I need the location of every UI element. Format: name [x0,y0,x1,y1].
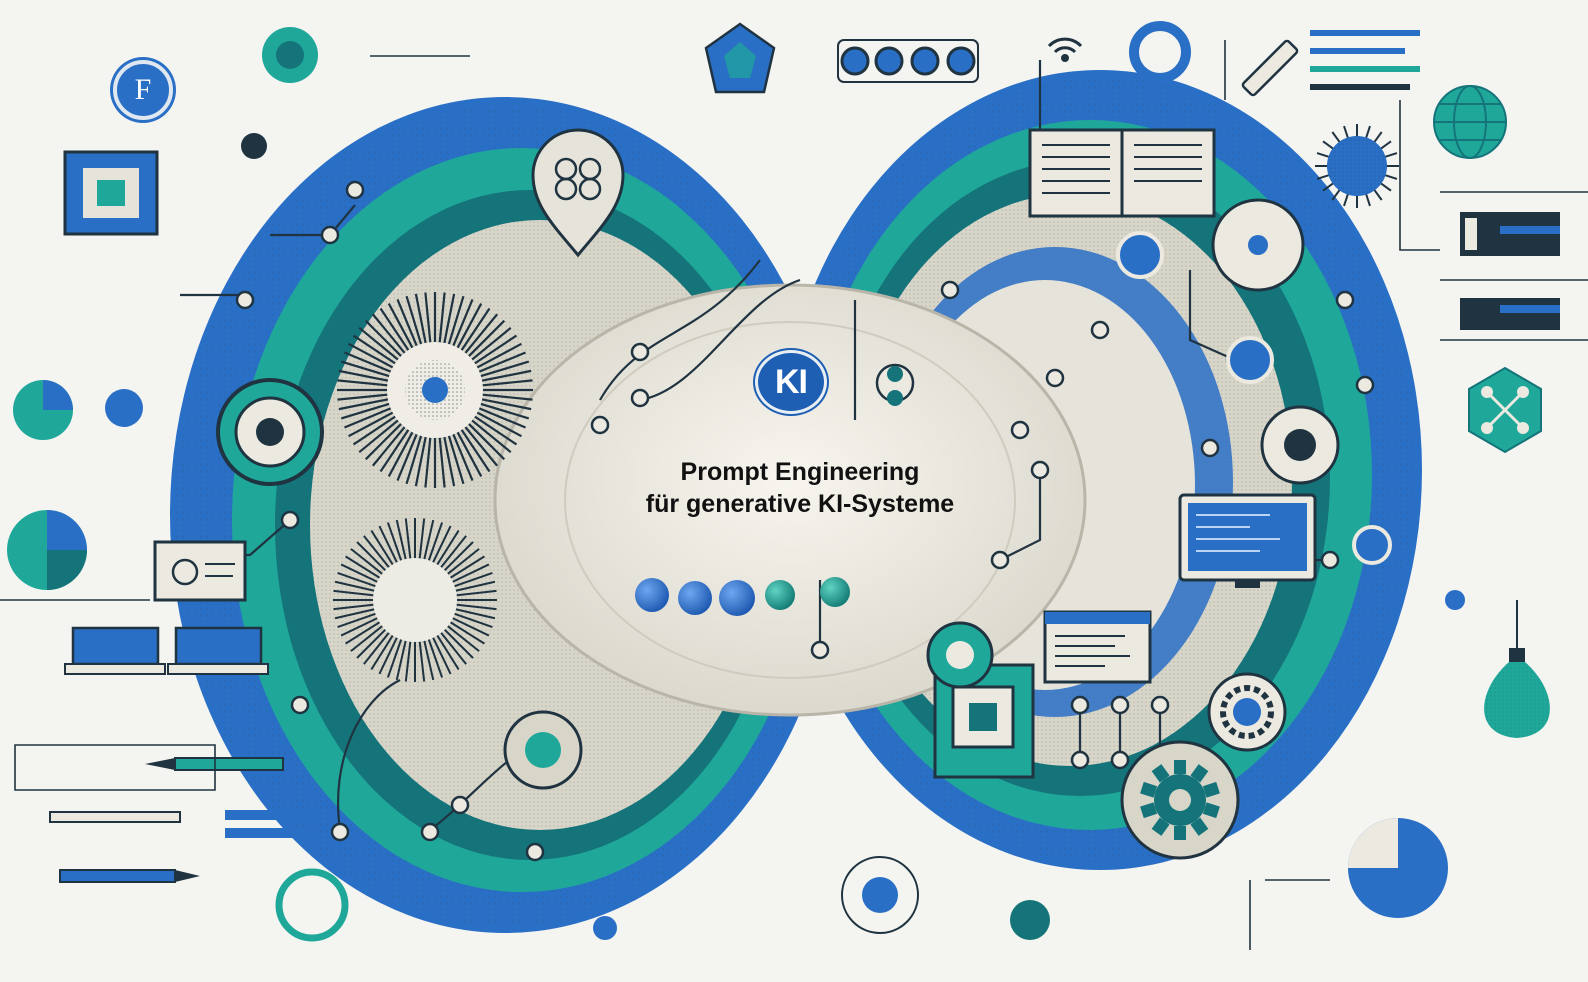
document-card [153,540,247,602]
crystal-icon [704,22,776,94]
title-line-1: Prompt Engineering [680,458,920,486]
decorative-balls [105,133,1465,940]
location-pin-icon [531,128,625,258]
monitor-icon [1178,493,1317,588]
open-book-icon [1028,128,1216,218]
virus-icon [1315,124,1399,208]
chip-icon [63,150,159,236]
target-icon [216,21,1392,942]
circuit-nodes [235,180,1375,862]
gear-icon [1120,740,1240,860]
light-bulb-icon [1484,600,1550,738]
progress-bars [49,30,1560,838]
window-panel [1043,610,1152,684]
frame-lines [0,40,1588,950]
sunburst-icon [333,518,497,682]
network-node-icon [1468,366,1542,454]
pie-chart-icon [7,380,1448,918]
circuit-lines [160,60,1330,831]
dot-sequence [635,363,915,616]
toggle-row [837,39,979,83]
title-line-2: für generative KI-Systeme [645,490,955,518]
globe-icon [1433,85,1507,159]
letter-badge: F [113,60,173,120]
laptop-icon [64,626,166,675]
laptop-icon [167,626,269,675]
wifi-icon [1047,37,1083,62]
sunburst-icon [337,292,533,488]
title-block: Prompt Engineering für generative KI-Sys… [540,456,1060,520]
gear-icon [1207,672,1287,752]
pencil-icon [59,39,1299,883]
ki-badge: KI [755,350,827,414]
virus-icon [262,27,318,83]
